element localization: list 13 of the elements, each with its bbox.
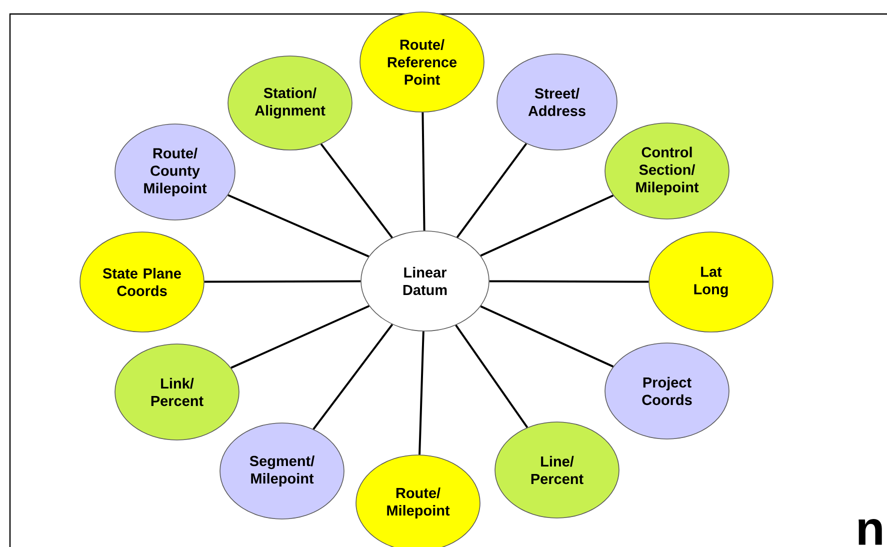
connector-line — [320, 143, 393, 238]
corner-letter: n — [858, 518, 882, 545]
connector-line — [230, 305, 370, 369]
connector-line — [480, 305, 614, 368]
connector-line — [489, 280, 649, 283]
connector-line — [228, 194, 370, 258]
connector-line — [204, 280, 361, 283]
connector-line — [422, 112, 426, 231]
connector-line — [418, 331, 424, 455]
connector-line — [312, 324, 394, 430]
connector-line — [455, 324, 528, 428]
connector-line — [456, 143, 528, 238]
connector-line — [480, 194, 614, 257]
